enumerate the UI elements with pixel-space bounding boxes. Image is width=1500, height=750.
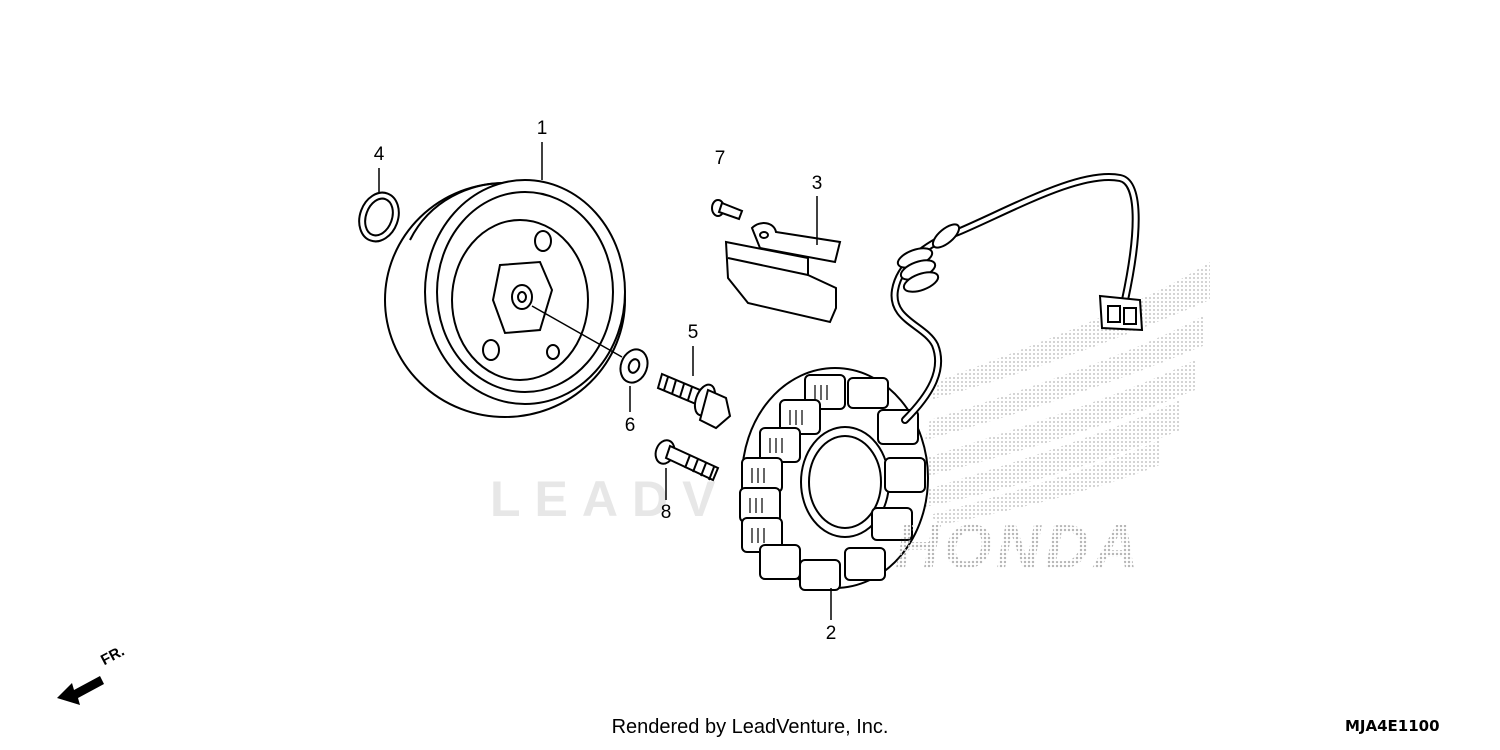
footer-credit: Rendered by LeadVenture, Inc.: [611, 716, 889, 738]
callout-6: 6: [624, 415, 636, 436]
flywheel-part-1: [384, 179, 626, 418]
callout-4: 4: [373, 144, 385, 165]
front-direction-arrow-icon: [57, 676, 104, 705]
stator-part-2: [739, 172, 1144, 591]
callout-5: 5: [687, 322, 699, 343]
callout-2: 2: [825, 623, 837, 644]
bolt-part-8: [654, 439, 720, 482]
watermark-text: LEADV: [490, 471, 730, 527]
clamp-part-3: [724, 222, 842, 324]
honda-brand-text: HONDA: [895, 513, 1143, 582]
callout-8: 8: [660, 502, 672, 523]
washer-part-6: [619, 348, 649, 384]
callout-7: 7: [714, 148, 726, 169]
o-ring-part-4: [358, 191, 400, 243]
callout-3: 3: [811, 173, 823, 194]
screw-part-7: [711, 199, 744, 221]
flange-bolt-part-5: [656, 372, 732, 430]
callout-leaders: [378, 142, 832, 620]
honda-wing-logo: [920, 262, 1210, 525]
callout-1: 1: [536, 118, 548, 139]
diagram-code: MJA4E1100: [1345, 717, 1440, 735]
